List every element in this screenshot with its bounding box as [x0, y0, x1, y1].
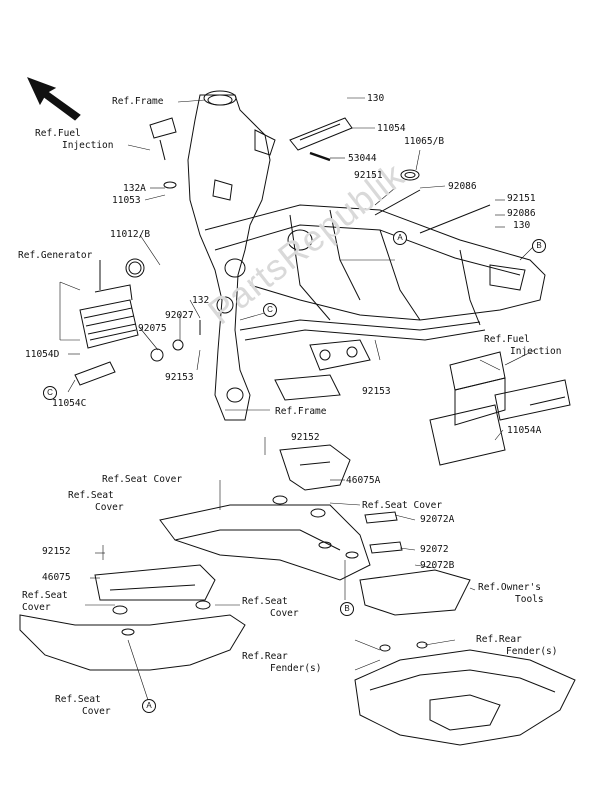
ref-circle-a-lower: A — [142, 699, 156, 713]
ecu-unit — [429, 351, 571, 466]
seat-cowl-lower — [19, 564, 246, 671]
label-ref-seat-cover-b: Ref.Seat Cover — [362, 500, 443, 511]
label-ref-fuel-injection-left-2: Injection — [62, 140, 114, 151]
ref-circle-a: A — [393, 231, 407, 245]
label-ref-seat-left-2: Cover — [95, 502, 124, 513]
label-92086-a: 92086 — [448, 181, 477, 192]
label-ref-fuel-injection-left-1: Ref.Fuel — [35, 128, 81, 139]
label-92072b: 92072B — [420, 560, 455, 571]
direction-arrow-icon — [27, 77, 81, 121]
label-92072a: 92072A — [420, 514, 455, 525]
label-ref-seat-cover-m-1: Ref.Seat — [242, 596, 288, 607]
label-ref-frame-mid: Ref.Frame — [275, 406, 327, 417]
label-130-right: 130 — [513, 220, 531, 231]
label-46075a: 46075A — [346, 475, 381, 486]
label-92027: 92027 — [165, 310, 194, 321]
label-11053: 11053 — [112, 195, 141, 206]
label-ref-frame-top: Ref.Frame — [112, 96, 164, 107]
label-ref-seat-cover-l2-1: Ref.Seat — [22, 590, 68, 601]
label-11054d: 11054D — [25, 349, 60, 360]
label-46075: 46075 — [42, 572, 71, 583]
label-11012b: 11012/B — [110, 229, 151, 240]
label-92152-top: 92152 — [291, 432, 320, 443]
ref-circle-c: C — [263, 303, 277, 317]
label-92153-right: 92153 — [362, 386, 391, 397]
label-132: 132 — [192, 295, 210, 306]
label-ref-rear-fender-b: Fender(s) — [270, 663, 322, 674]
label-92151-b: 92151 — [507, 193, 536, 204]
ref-circle-c-left: C — [43, 386, 57, 400]
label-11054: 11054 — [377, 123, 406, 134]
label-ref-owners-tools-2: Tools — [515, 594, 544, 605]
label-92072: 92072 — [420, 544, 449, 555]
label-ref-owners-tools-1: Ref.Owner's — [478, 582, 541, 593]
label-92151-a: 92151 — [354, 170, 383, 181]
rear-fender — [354, 641, 576, 746]
label-11065b: 11065/B — [404, 136, 445, 147]
label-53044: 53044 — [348, 153, 377, 164]
label-ref-rear-fender-a: Ref.Rear — [242, 651, 288, 662]
label-ref-generator: Ref.Generator — [18, 250, 93, 261]
label-11054c: 11054C — [52, 398, 87, 409]
ref-circle-b: B — [532, 239, 546, 253]
label-ref-rear-fender-d: Fender(s) — [506, 646, 558, 657]
label-ref-fuel-injection-right-1: Ref.Fuel — [484, 334, 530, 345]
label-92152-left: 92152 — [42, 546, 71, 557]
label-ref-seat-left-1: Ref.Seat — [68, 490, 114, 501]
label-ref-seat-cover-l2-2: Cover — [22, 602, 51, 613]
label-132a: 132A — [123, 183, 146, 194]
label-130-top: 130 — [367, 93, 385, 104]
label-92075: 92075 — [138, 323, 167, 334]
ref-circle-b-lower: B — [340, 602, 354, 616]
seat-cowl-upper — [159, 444, 371, 581]
main-frame — [187, 90, 546, 421]
label-11054a: 11054A — [507, 425, 542, 436]
label-ref-seat-cover-a: Ref.Seat Cover — [102, 474, 183, 485]
label-ref-seat-cover-m-2: Cover — [270, 608, 299, 619]
label-ref-seat-bottom-2: Cover — [82, 706, 111, 717]
label-ref-fuel-injection-right-2: Injection — [510, 346, 562, 357]
label-92153-left: 92153 — [165, 372, 194, 383]
label-ref-seat-bottom-1: Ref.Seat — [55, 694, 101, 705]
label-ref-rear-fender-c: Ref.Rear — [476, 634, 522, 645]
label-92086-b: 92086 — [507, 208, 536, 219]
regulator — [79, 260, 139, 349]
